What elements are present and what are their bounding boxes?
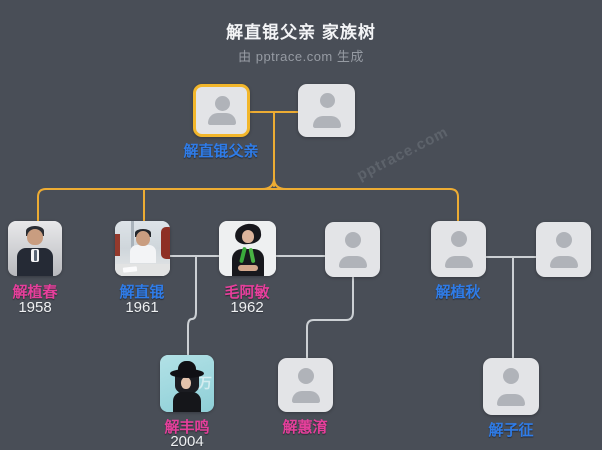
photo-detail bbox=[173, 392, 201, 412]
connector-flare-right bbox=[273, 177, 287, 190]
photo-detail bbox=[135, 231, 150, 246]
person-placeholder-icon bbox=[325, 222, 380, 277]
person-name-maoamin: 毛阿敏 bbox=[224, 284, 270, 301]
person-year-xiezhikun: 1961 bbox=[125, 299, 159, 316]
person-node-maoamin[interactable] bbox=[219, 221, 276, 276]
person-year-xiezhichun: 1958 bbox=[18, 299, 52, 316]
photo-detail bbox=[129, 245, 156, 263]
person-name-xiezhichun: 解植春 bbox=[12, 284, 58, 301]
connector-children-bus bbox=[37, 188, 459, 222]
person-placeholder-icon bbox=[196, 87, 247, 134]
person-node-xiezizheng[interactable] bbox=[483, 358, 539, 415]
photo-xiefengming: 万 bbox=[160, 355, 214, 412]
person-name-xiehuiyu: 解蕙淯 bbox=[282, 419, 328, 436]
person-year-maoamin: 1962 bbox=[230, 299, 264, 316]
person-placeholder-icon bbox=[298, 84, 355, 137]
connector-flare-left bbox=[261, 177, 275, 190]
person-node-xiezhikun[interactable] bbox=[115, 221, 170, 276]
person-name-xiezizheng: 解子征 bbox=[488, 422, 534, 439]
photo-detail bbox=[27, 229, 43, 245]
person-node-father[interactable] bbox=[193, 84, 250, 137]
connector-child-xiehuiyu bbox=[306, 276, 354, 359]
ancestor-connectors bbox=[37, 111, 459, 222]
photo-xiezhichun bbox=[8, 221, 62, 276]
person-name-father: 解直锟父亲 bbox=[183, 143, 259, 160]
person-node-mother[interactable] bbox=[298, 84, 355, 137]
person-node-spouse-b[interactable] bbox=[536, 222, 591, 277]
person-placeholder-icon bbox=[278, 358, 333, 412]
person-placeholder-icon bbox=[483, 358, 539, 415]
person-node-xiefengming[interactable]: 万 bbox=[160, 355, 214, 412]
photo-watermark-glyph: 万 bbox=[198, 375, 212, 391]
photo-xiezhikun bbox=[115, 221, 170, 276]
photo-maoamin bbox=[219, 221, 276, 276]
person-placeholder-icon bbox=[431, 221, 486, 277]
page-subtitle: 由 pptrace.com 生成 bbox=[238, 49, 364, 64]
photo-detail bbox=[231, 249, 264, 276]
connector-child-xiefengming bbox=[187, 255, 197, 356]
photo-detail bbox=[170, 369, 204, 378]
page-title: 解直锟父亲 家族树 bbox=[226, 23, 376, 42]
photo-detail bbox=[34, 250, 37, 261]
photo-detail bbox=[178, 361, 196, 372]
photo-detail bbox=[161, 227, 170, 259]
photo-detail bbox=[241, 230, 254, 243]
person-node-spouse-a[interactable] bbox=[325, 222, 380, 277]
person-name-xiezhikun: 解直锟 bbox=[119, 284, 165, 301]
person-name-xiezhiqiu: 解植秋 bbox=[435, 284, 481, 301]
person-name-xiefengming: 解丰鸣 bbox=[164, 419, 210, 436]
person-placeholder-icon bbox=[536, 222, 591, 277]
person-node-xiezhichun[interactable] bbox=[8, 221, 62, 276]
photo-detail bbox=[131, 221, 134, 251]
person-node-xiehuiyu[interactable] bbox=[278, 358, 333, 412]
person-year-xiefengming: 2004 bbox=[170, 433, 204, 450]
family-connectors bbox=[169, 255, 537, 359]
photo-detail bbox=[181, 377, 191, 389]
person-node-xiezhiqiu[interactable] bbox=[431, 221, 486, 277]
photo-detail bbox=[237, 265, 258, 271]
photo-detail bbox=[115, 234, 120, 256]
